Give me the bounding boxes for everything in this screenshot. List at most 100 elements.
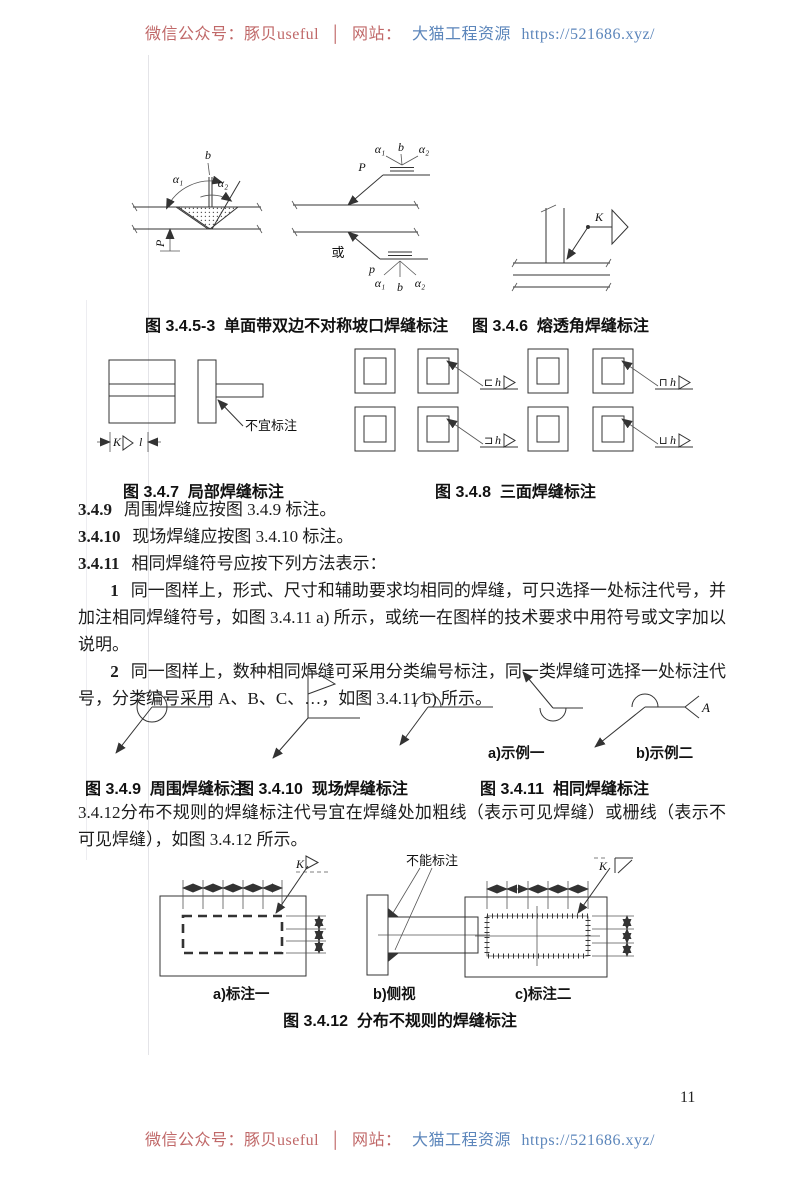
wechat-account-text: 微信公众号：豚贝useful: [145, 26, 320, 43]
identical-weld-symbol: [539, 707, 567, 722]
fillet-weld-symbol: [503, 375, 516, 390]
subcaption-marking-1: a)标注一: [213, 987, 270, 1003]
label-K-3412a: K: [295, 857, 305, 871]
identical-weld-symbol: [631, 693, 659, 708]
site-url-text: https://521686.xyz/: [521, 1132, 655, 1149]
body-text-block: 3.4.9 周围焊缝应按图 3.4.9 标注。 3.4.10 现场焊缝应按图 3.4…: [78, 496, 726, 712]
section-number: 3.4.11: [78, 554, 120, 573]
figure-3-4-12-marking-1: K: [159, 855, 330, 977]
site-label-text: 网站：: [351, 1132, 402, 1149]
fillet-weld-symbol: [122, 435, 134, 451]
figure-3-4-8-three-side-welds: ⊏ h ⊓ h ⊐ h ⊔ h: [354, 348, 693, 452]
page-number: 11: [680, 1089, 696, 1106]
fillet-weld-symbol: [305, 855, 320, 870]
label-b: b: [205, 148, 211, 162]
label-l-347: l: [139, 435, 143, 449]
site-name-text: 大猫工程资源: [411, 26, 511, 43]
site-url-text: https://521686.xyz/: [521, 26, 655, 43]
subcaption-marking-2: c)标注二: [515, 987, 572, 1003]
label-h: h: [495, 433, 501, 447]
subcaption-example-2: b)示例二: [636, 746, 694, 762]
caption-fig-3-4-12: 图 3.4.12 分布不规则的焊缝标注: [283, 1013, 517, 1030]
caption-fig-3-4-6: 图 3.4.6 熔透角焊缝标注: [472, 318, 649, 335]
fillet-weld-symbol: [678, 433, 691, 448]
caption-fig-3-4-7: 图 3.4.7 局部焊缝标注: [123, 484, 284, 501]
section-number: 3.4.12: [78, 803, 121, 822]
label-h: h: [670, 433, 676, 447]
label-P-upper: P: [357, 160, 366, 174]
section-3-4-9: 3.4.9 周围焊缝应按图 3.4.9 标注。: [78, 496, 726, 523]
label-K-3412c: K: [598, 859, 608, 873]
label-alpha2-lower: α₂: [415, 276, 425, 290]
figure-3-4-11-example-1: [399, 671, 583, 746]
figure-3-4-12-side-view: 不能标注: [366, 853, 490, 976]
label-K: K: [594, 210, 604, 224]
section-text: 现场焊缝应按图 3.4.10 标注。: [132, 527, 354, 546]
weld-stipple-fill: [176, 206, 240, 230]
figure-3-4-12-marking-2: K: [464, 857, 634, 978]
section-text: 相同焊缝符号应按下列方法表示：: [131, 554, 387, 573]
section-3-4-12: 3.4.12分布不规则的焊缝标注代号宜在焊缝处加粗线（表示可见焊缝）或栅线（表示…: [78, 799, 726, 853]
item-text: 同一图样上，数种相同焊缝可采用分类编号标注，同一类焊缝可选择一处标注代号，分类编…: [78, 662, 726, 708]
three-side-symbol-open-left: ⊐: [484, 434, 493, 447]
subcaption-side-view: b)侧视: [373, 987, 416, 1003]
identical-weld-symbol: [414, 693, 442, 708]
label-alpha1-upper: α₁: [375, 142, 385, 156]
figure-3-4-7-partial-weld: K l 不宜标注: [97, 359, 297, 452]
item-number: 2: [110, 662, 119, 681]
label-p-depth: P: [153, 239, 167, 248]
note-not-advisable: 不宜标注: [245, 418, 297, 433]
wechat-account-text: 微信公众号：豚贝useful: [145, 1132, 320, 1149]
fillet-weld-symbol: [611, 208, 629, 246]
figure-3-4-5-3-cross-section: b α₁ α₂ P: [131, 148, 263, 252]
section-number: 3.4.10: [78, 527, 121, 546]
fillet-weld-symbol: [503, 433, 516, 448]
fillet-weld-symbol: [678, 375, 691, 390]
field-weld-flag-symbol: [307, 667, 337, 695]
figure-3-4-10-field-weld: [272, 667, 360, 759]
scan-artifact-line: [148, 55, 149, 1055]
label-alpha2-upper: α₂: [419, 142, 429, 156]
label-or: 或: [331, 245, 344, 260]
subcaption-example-1: a)示例一: [488, 746, 545, 762]
item-text: 同一图样上，形式、尺寸和辅助要求均相同的焊缝，可只选择一处标注代号，并加注相同焊…: [78, 581, 726, 654]
label-h: h: [670, 375, 676, 389]
label-b-lower: b: [397, 280, 403, 294]
section-3-4-11: 3.4.11 相同焊缝符号应按下列方法表示：: [78, 550, 726, 577]
separator-bar: │: [329, 26, 342, 43]
caption-fig-3-4-10: 图 3.4.10 现场焊缝标注: [238, 781, 408, 798]
figure-3-4-6-tee-joint: K: [511, 204, 629, 292]
caption-fig-3-4-8: 图 3.4.8 三面焊缝标注: [435, 484, 596, 501]
header-watermark: 微信公众号：豚贝useful │ 网站： 大猫工程资源 https://5216…: [0, 20, 800, 44]
caption-fig-3-4-5-3: 图 3.4.5-3 单面带双边不对称坡口焊缝标注: [145, 318, 449, 335]
label-A-class: A: [701, 700, 710, 715]
three-side-symbol-open-top: ⊔: [659, 434, 668, 447]
label-alpha1-lower: α₁: [375, 276, 385, 290]
label-alpha1: α₁: [173, 172, 183, 186]
label-p-lower: p: [368, 262, 375, 276]
three-side-symbol-open-bottom: ⊓: [659, 376, 668, 389]
label-b-upper: b: [398, 140, 404, 154]
label-alpha2: α₂: [218, 176, 228, 190]
caption-fig-3-4-11: 图 3.4.11 相同焊缝标注: [480, 781, 649, 798]
item-number: 1: [110, 581, 119, 600]
fillet-weld-mark: [388, 953, 399, 962]
label-h: h: [495, 375, 501, 389]
scan-artifact-line: [86, 300, 87, 860]
caption-fig-3-4-9: 图 3.4.9 周围焊缝标注: [85, 781, 246, 798]
note-cannot-mark: 不能标注: [406, 853, 458, 868]
figure-3-4-9-weld-all-around: [115, 691, 210, 754]
site-label-text: 网站：: [351, 26, 402, 43]
site-name-text: 大猫工程资源: [411, 1132, 511, 1149]
section-text: 周围焊缝应按图 3.4.9 标注。: [123, 500, 337, 519]
hidden-weld-slash: [617, 859, 633, 874]
section-number: 3.4.9: [78, 500, 112, 519]
three-side-symbol-open-right: ⊏: [484, 376, 493, 389]
visible-weld-bold-line: [181, 914, 284, 955]
separator-bar: │: [329, 1132, 342, 1149]
section-3-4-10: 3.4.10 现场焊缝应按图 3.4.10 标注。: [78, 523, 726, 550]
figure-3-4-11-example-2: A: [594, 693, 710, 748]
